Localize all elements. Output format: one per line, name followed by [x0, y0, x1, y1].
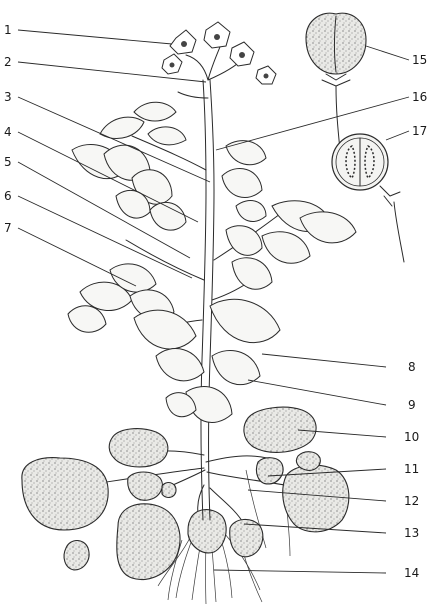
- tuber-mid-left: [128, 472, 163, 500]
- label-2: 2: [4, 55, 12, 69]
- tuber-top-left: [109, 429, 168, 467]
- tuber-small-left: [64, 541, 89, 571]
- tuber-large-left: [22, 458, 108, 530]
- fruit-cross-section: [332, 134, 404, 262]
- label-8: 8: [408, 360, 416, 374]
- label-5: 5: [4, 155, 12, 169]
- label-14: 14: [404, 566, 419, 580]
- tubers: [22, 407, 349, 579]
- fruit-whole: [306, 13, 366, 150]
- tuber-large-right: [283, 465, 349, 532]
- label-3: 3: [4, 90, 12, 104]
- label-1: 1: [4, 23, 12, 37]
- tuber-right-upper-small: [296, 452, 320, 471]
- label-4: 4: [4, 125, 12, 139]
- label-15: 15: [412, 53, 427, 67]
- tuber-bottom-left: [117, 504, 180, 580]
- leaves: [68, 102, 356, 422]
- label-10: 10: [404, 430, 419, 444]
- tuber-mid-right: [256, 458, 283, 484]
- label-6: 6: [4, 189, 12, 203]
- tuber-tiny-center: [162, 483, 176, 498]
- label-11: 11: [404, 462, 419, 476]
- label-16: 16: [412, 90, 427, 104]
- label-12: 12: [404, 494, 419, 508]
- label-9: 9: [408, 398, 416, 412]
- label-13: 13: [404, 526, 419, 540]
- tuber-center-bottom: [188, 510, 226, 553]
- tuber-top-right: [244, 407, 316, 452]
- label-17: 17: [412, 124, 427, 138]
- label-7: 7: [4, 221, 12, 235]
